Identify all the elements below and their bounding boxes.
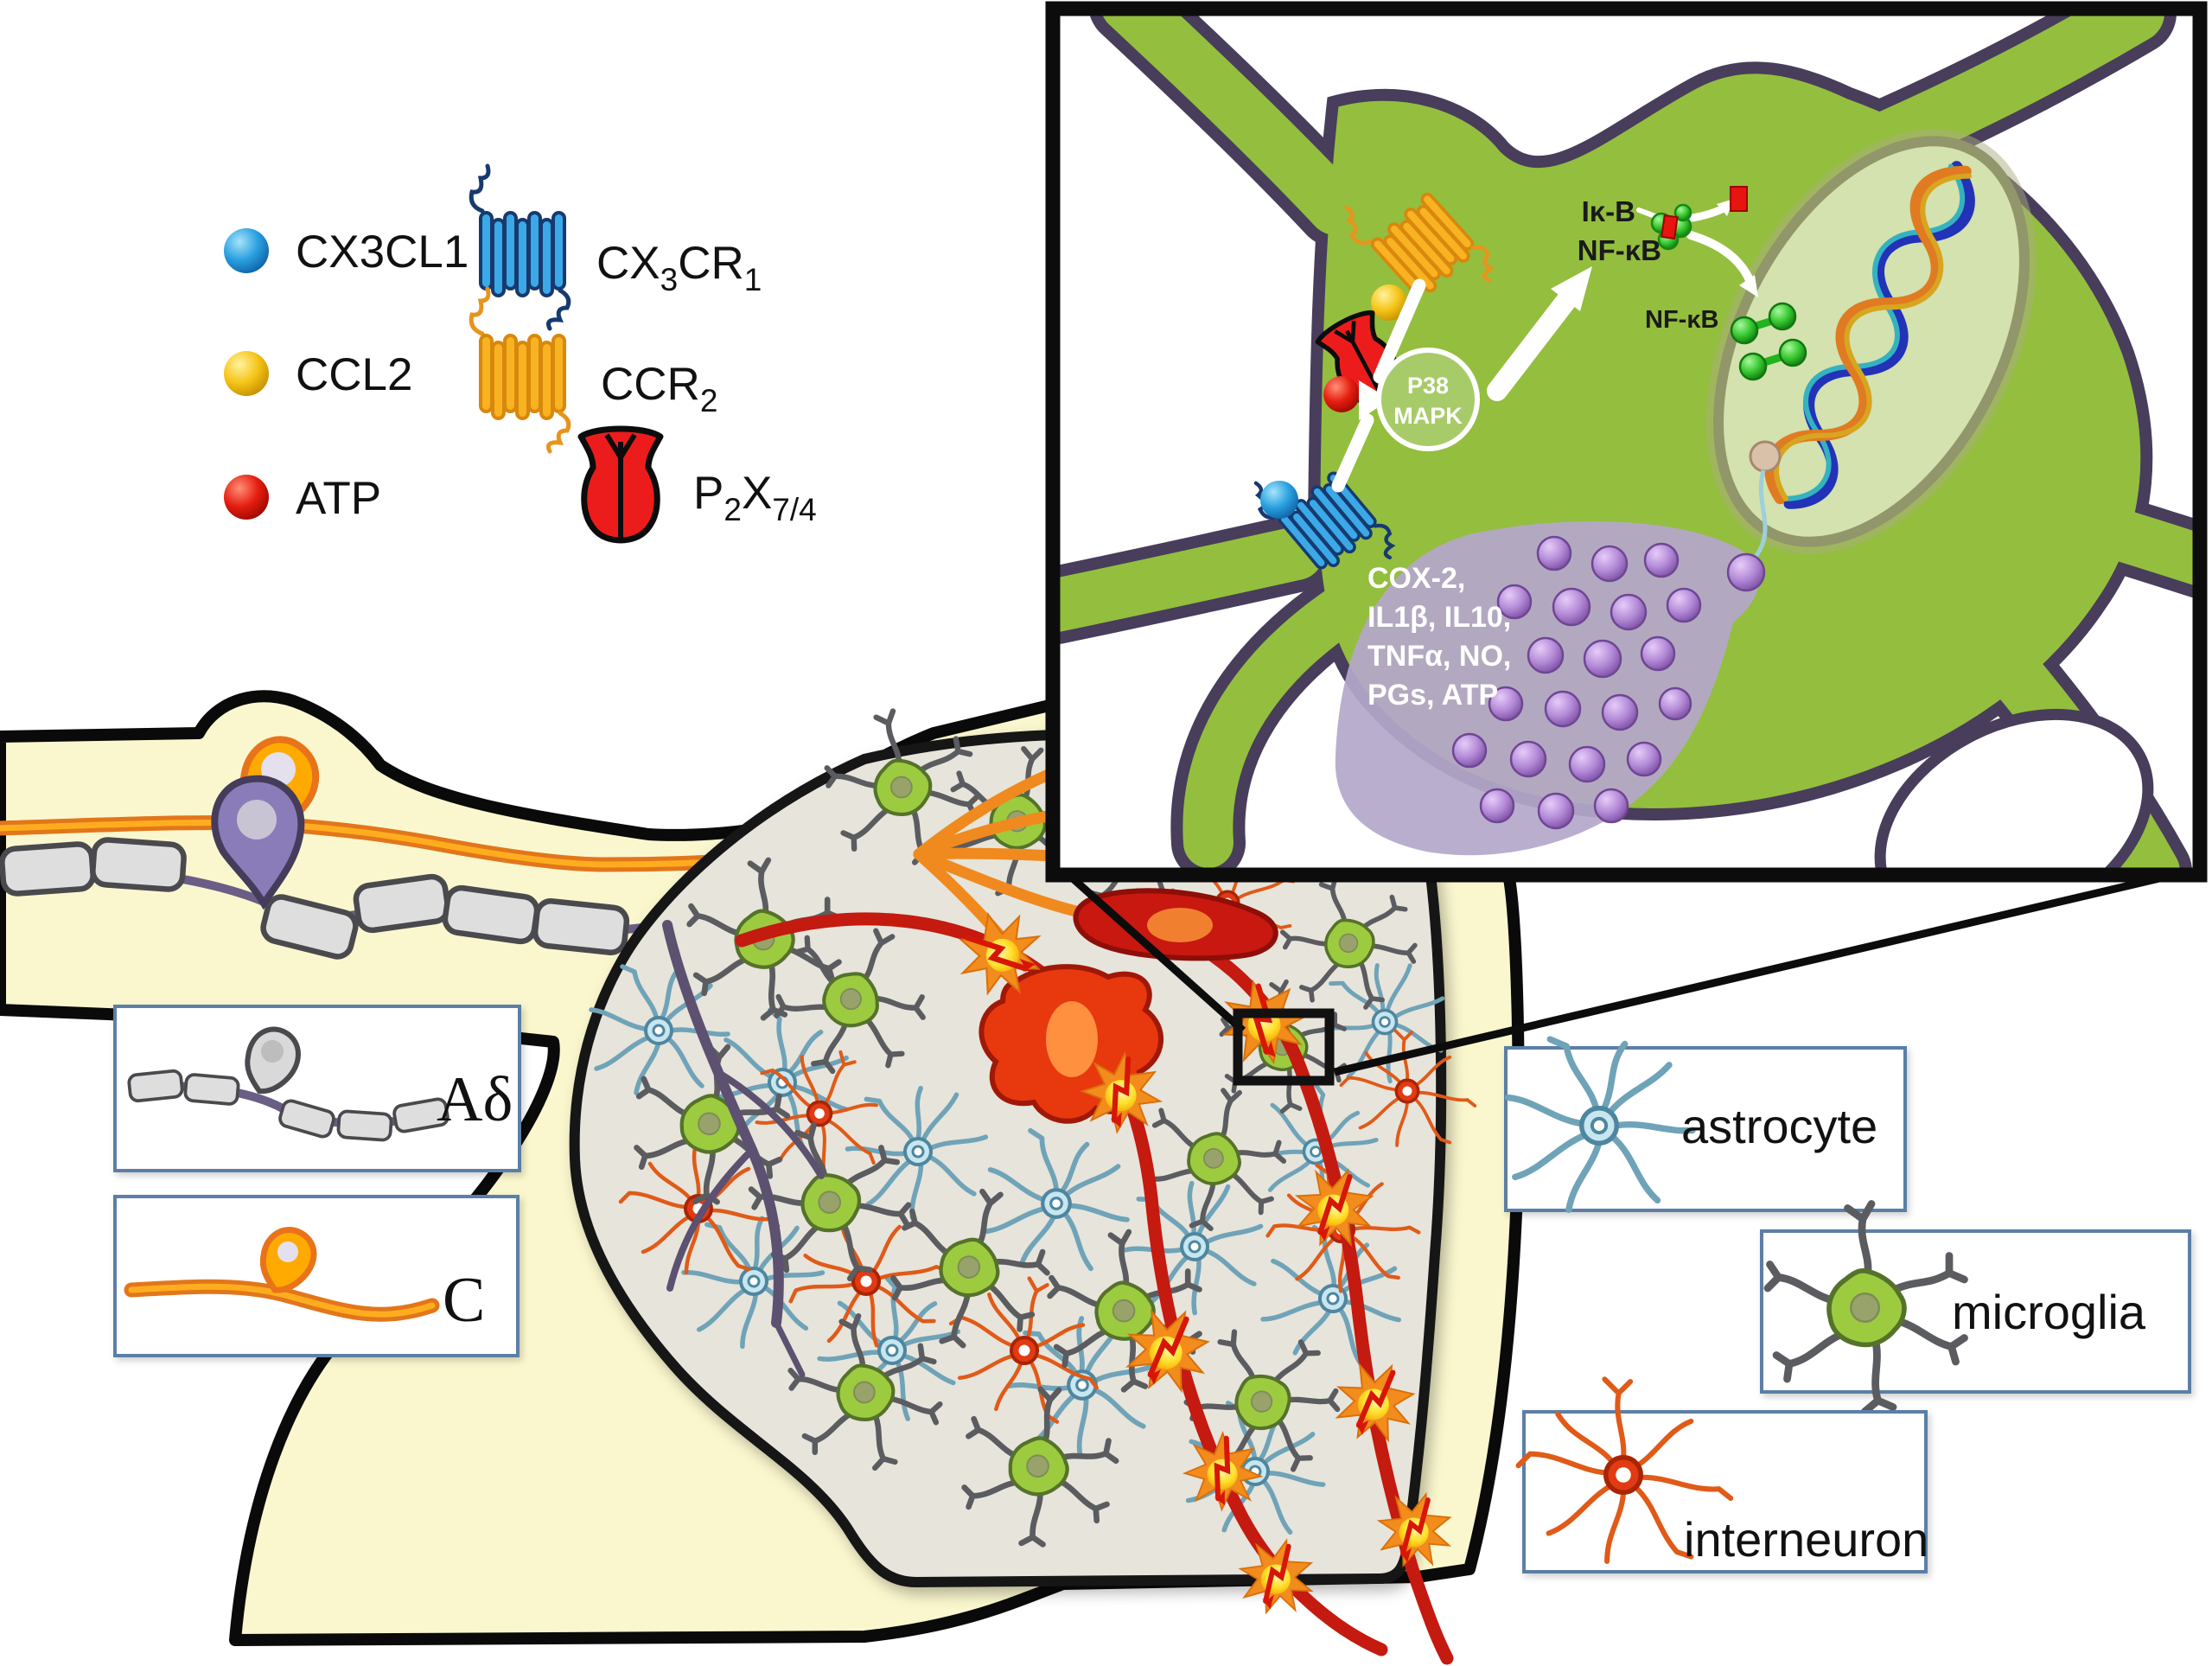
released-ikb-icon xyxy=(1730,186,1748,212)
a-delta-label: Aδ xyxy=(437,1064,513,1135)
legend: CX3CL1 CCL2 ATP CX3CR1 CCR2 P2X7/4 xyxy=(224,166,817,540)
astrocyte-label: astrocyte xyxy=(1681,1099,1877,1153)
box-interneuron: interneuron xyxy=(1519,1379,1928,1573)
svg-text:PGs, ATP: PGs, ATP xyxy=(1367,679,1498,712)
myelin-segment xyxy=(92,839,184,890)
svg-text:MAPK: MAPK xyxy=(1393,403,1463,429)
ccl2-ball-icon xyxy=(224,351,269,396)
box-astrocyte: astrocyte xyxy=(1504,1039,1907,1210)
box-a-delta: Aδ xyxy=(113,1005,521,1172)
vesicle-cluster xyxy=(1451,535,1766,830)
inset-panel: COX-2, IL1β, IL10, TNFα, NO, PGs, ATP xyxy=(1045,1,2208,883)
interneuron-label: interneuron xyxy=(1684,1512,1928,1567)
mediator-text: COX-2, IL1β, IL10, TNFα, NO, PGs, ATP xyxy=(1367,562,1511,712)
nfkb-dimer-icon xyxy=(1730,302,1807,381)
inset-atp-ball-icon xyxy=(1323,376,1360,412)
myelin-segment xyxy=(354,875,449,932)
svg-text:IL1β, IL10,: IL1β, IL10, xyxy=(1367,601,1511,634)
inset-border xyxy=(1045,1,2208,883)
p2x-receptor-icon xyxy=(581,429,660,540)
myelin-segment xyxy=(126,1068,185,1104)
membrane-bay xyxy=(1874,708,2154,868)
legend-label-ccr2: CCR2 xyxy=(601,359,717,418)
legend-label-cx3cr1: CX3CR1 xyxy=(596,238,762,297)
dna-icon xyxy=(1764,161,1975,509)
myelin-segment xyxy=(534,900,628,954)
ccr2-receptor-icon xyxy=(471,289,569,451)
p38-mapk-node: P38 MAPK xyxy=(1376,348,1480,451)
legend-label-atp: ATP xyxy=(296,473,381,524)
a-delta-fiber xyxy=(1,839,668,959)
nfkb-label: NF-κB xyxy=(1578,234,1661,266)
ikb-label: Iκ-B xyxy=(1582,195,1635,227)
ikb-nfkb-complex-icon xyxy=(1650,203,1692,251)
zoom-target-box xyxy=(1233,1008,1335,1086)
nucleus xyxy=(1706,129,2037,572)
signaling-arrows xyxy=(1331,199,1758,493)
microglia-label: microglia xyxy=(1952,1285,2146,1339)
a-delta-central-terminals xyxy=(662,920,825,1378)
cx3cl1-ball-icon xyxy=(224,228,269,273)
atp-ball-icon xyxy=(224,475,269,520)
myelin-segment xyxy=(182,1072,241,1107)
myelin-segment xyxy=(1,843,93,894)
exported-vesicle-icon xyxy=(1726,552,1766,592)
svg-text:COX-2,: COX-2, xyxy=(1367,562,1465,595)
legend-label-ccl2: CCL2 xyxy=(296,349,413,400)
box-c-fiber: C xyxy=(113,1195,520,1357)
legend-label-cx3cl1: CX3CL1 xyxy=(296,227,469,278)
nfkb-nucleus-label: NF-κB xyxy=(1645,306,1718,334)
cx3cr1-receptor-icon xyxy=(471,166,569,329)
callout-line-left xyxy=(1062,868,1246,1034)
drg-a-delta-neuron-soma xyxy=(211,775,305,910)
myelin-segment xyxy=(443,886,539,943)
svg-text:TNFα, NO,: TNFα, NO, xyxy=(1367,640,1511,673)
inset-ccl2-ball-icon xyxy=(1371,284,1407,321)
c-fiber-label: C xyxy=(443,1265,485,1336)
box-microglia: microglia xyxy=(1760,1204,2191,1412)
activated-microglia-elongated xyxy=(1073,888,1278,961)
legend-label-p2x: P2X7/4 xyxy=(693,468,817,527)
myelin-segment xyxy=(335,1108,394,1143)
ribosome-icon xyxy=(1749,440,1782,473)
callout-line-right xyxy=(1333,867,2190,1076)
inset-cx3cl1-ball-icon xyxy=(1260,481,1298,519)
svg-text:P38: P38 xyxy=(1407,373,1449,399)
